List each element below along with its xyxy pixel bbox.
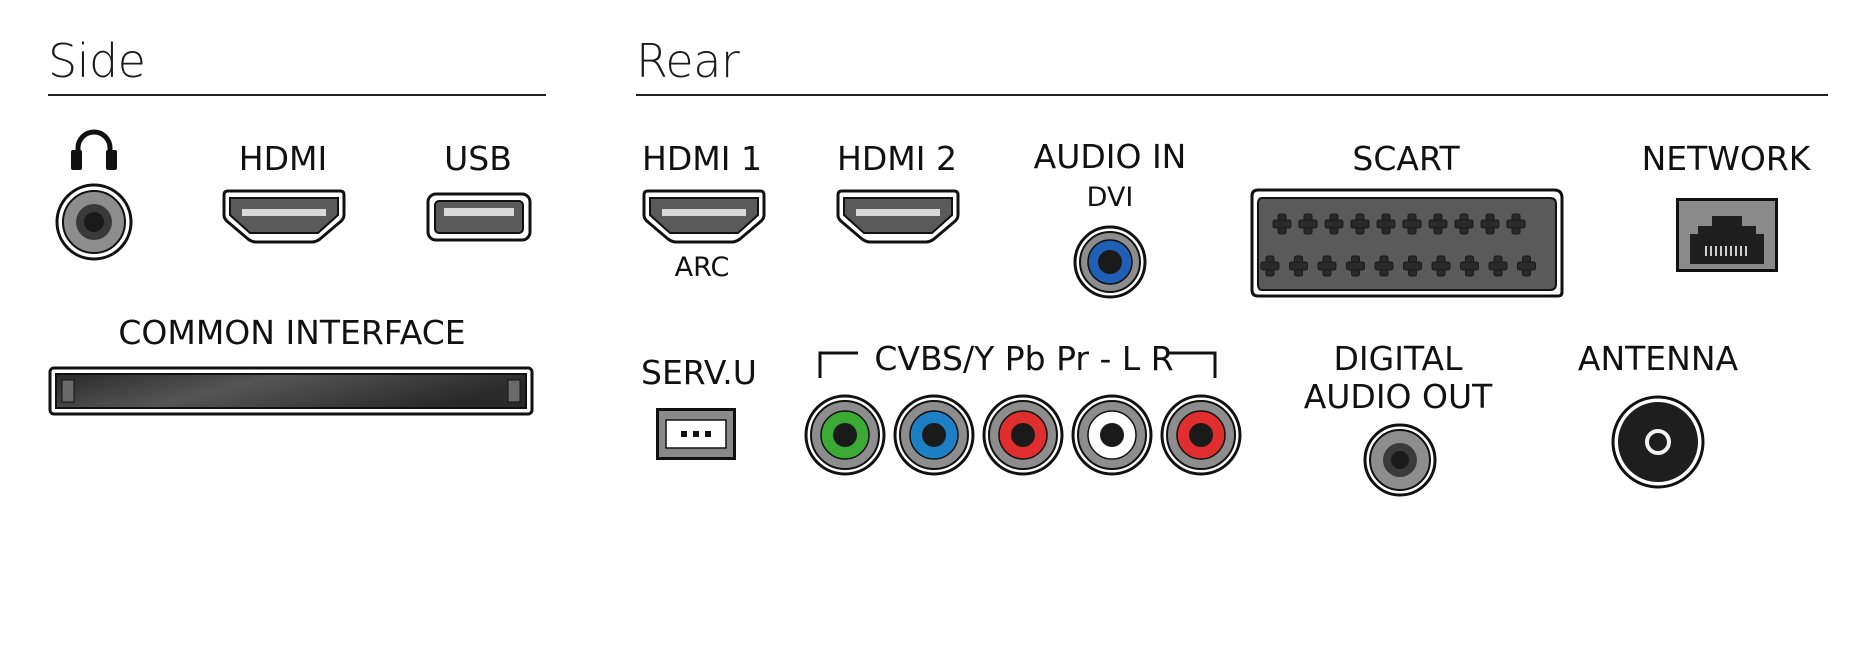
rca-jack-green[interactable] — [803, 393, 887, 477]
side-hdmi-label: HDMI — [238, 139, 328, 178]
side-hdmi-port[interactable] — [220, 189, 348, 245]
network-label: NETWORK — [1641, 139, 1811, 178]
servu-label: SERV.U — [641, 353, 757, 392]
rca-jack-red-pr[interactable] — [981, 393, 1065, 477]
digital-audio-label-2: AUDIO OUT — [1303, 377, 1493, 416]
common-interface-slot[interactable] — [48, 366, 534, 416]
side-heading: Side — [48, 34, 146, 88]
headphones-icon — [68, 124, 120, 172]
hdmi1-arc-label: ARC — [674, 252, 730, 283]
audio-in-jack[interactable] — [1072, 224, 1148, 300]
rca-jack-white[interactable] — [1070, 393, 1154, 477]
side-divider — [48, 94, 546, 96]
network-port[interactable] — [1676, 198, 1778, 272]
audio-in-label: AUDIO IN — [1033, 137, 1187, 176]
antenna-port[interactable] — [1610, 394, 1706, 490]
ci-label: COMMON INTERFACE — [118, 313, 466, 352]
scart-label: SCART — [1352, 139, 1460, 178]
usb-port[interactable] — [426, 192, 532, 242]
rear-divider — [636, 94, 1828, 96]
digital-audio-out-jack[interactable] — [1362, 422, 1438, 498]
hdmi2-label: HDMI 2 — [837, 139, 957, 178]
component-bracket — [818, 350, 1218, 380]
rca-jack-red-r[interactable] — [1159, 393, 1243, 477]
rear-heading: Rear — [636, 34, 740, 88]
antenna-label: ANTENNA — [1577, 339, 1739, 378]
headphone-jack[interactable] — [54, 182, 134, 262]
rca-jack-blue[interactable] — [892, 393, 976, 477]
hdmi1-port[interactable] — [640, 189, 768, 245]
hdmi1-label: HDMI 1 — [642, 139, 762, 178]
digital-audio-label-1: DIGITAL — [1333, 339, 1463, 378]
side-usb-label: USB — [444, 139, 512, 178]
servu-port[interactable] — [656, 408, 736, 460]
hdmi2-port[interactable] — [834, 189, 962, 245]
scart-port[interactable] — [1248, 186, 1568, 300]
audio-in-dvi-label: DVI — [1086, 182, 1134, 213]
component-label: CVBS/Y Pb Pr - L R — [874, 339, 1174, 378]
